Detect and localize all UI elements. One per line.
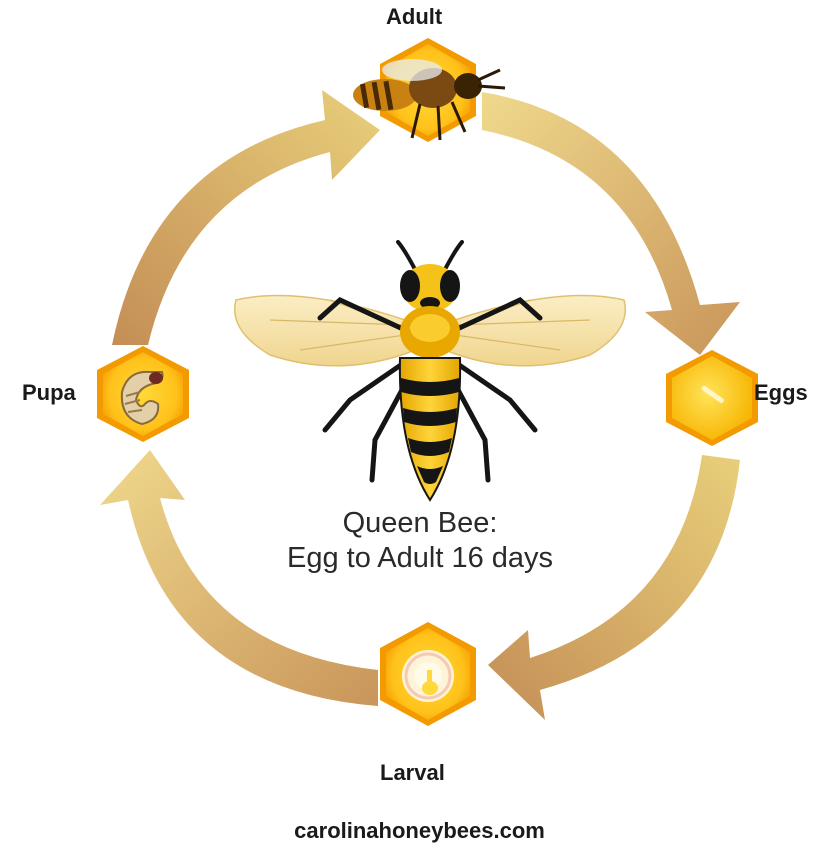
hex-eggs	[666, 350, 758, 446]
caption-line-1: Queen Bee:	[180, 506, 660, 541]
caption-line-2: Egg to Adult 16 days	[180, 541, 660, 576]
stage-label-eggs: Eggs	[754, 380, 808, 406]
hex-pupa	[97, 346, 189, 442]
queen-bee-icon	[235, 242, 626, 500]
hex-larval	[380, 622, 476, 726]
larva-icon	[402, 650, 454, 702]
site-credit: carolinahoneybees.com	[0, 818, 839, 844]
stage-label-adult: Adult	[386, 4, 442, 30]
arrow-eggs-to-larval	[488, 455, 740, 720]
stage-label-pupa: Pupa	[22, 380, 76, 406]
arrow-larval-to-pupa	[100, 450, 378, 706]
stage-label-larval: Larval	[380, 760, 445, 786]
center-caption: Queen Bee: Egg to Adult 16 days	[180, 506, 660, 576]
